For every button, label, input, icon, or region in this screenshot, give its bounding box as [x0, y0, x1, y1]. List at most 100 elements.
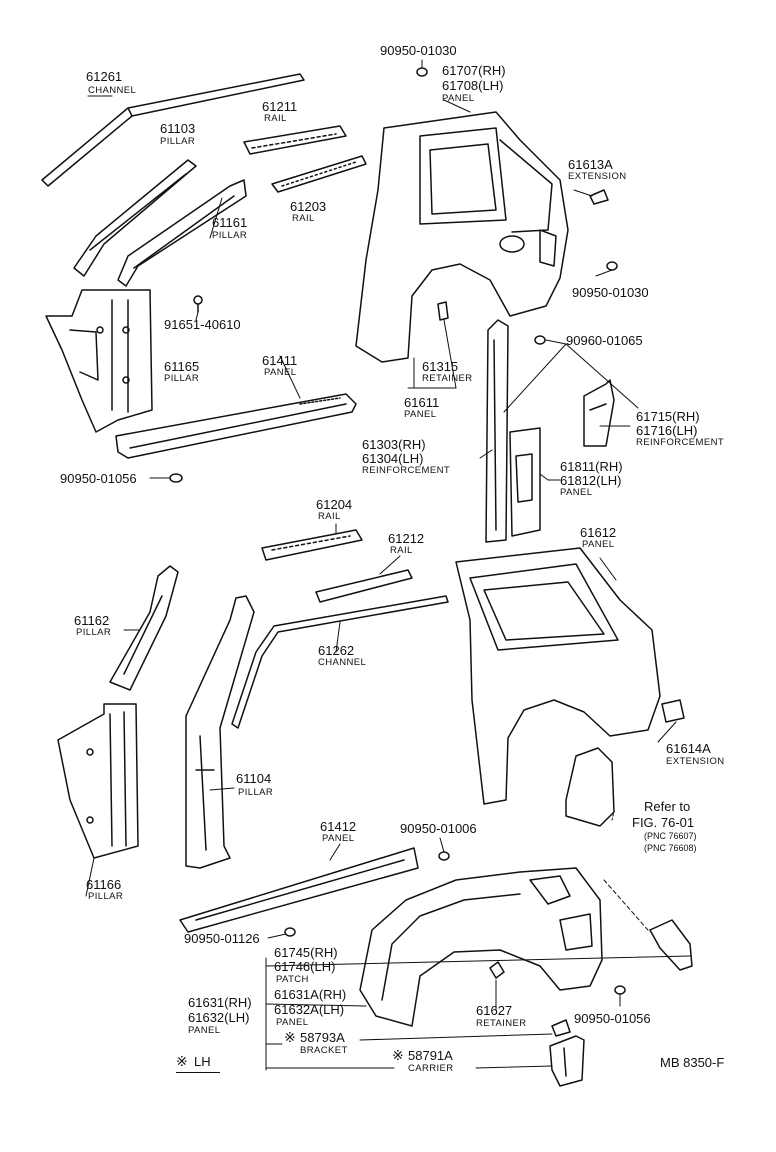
label-61631-panel: PANEL	[188, 1025, 221, 1036]
label-90950-01030-a: 90950-01030	[380, 43, 457, 58]
channel-61262-part	[231, 595, 449, 729]
rail-61211-part	[243, 125, 347, 155]
retainer-61315-part	[437, 301, 449, 321]
quarter-panel-61611-part	[355, 111, 569, 363]
label-61103: 61103	[160, 121, 196, 136]
patch-61745-part	[649, 919, 693, 971]
rocker-panel-61411-part	[115, 393, 357, 459]
asterisk-mark-58793A: ※	[284, 1029, 296, 1045]
label-58791A-carrier: CARRIER	[408, 1063, 454, 1074]
label-90950-01056-a: 90950-01056	[60, 471, 137, 486]
label-61632: 61632(LH)	[188, 1010, 250, 1025]
label-61745-patch: PATCH	[276, 974, 309, 985]
label-pnc-76607: (PNC 76607)	[644, 831, 697, 841]
label-61631: 61631(RH)	[188, 995, 252, 1010]
pillar-61162-part	[109, 565, 179, 691]
asterisk-mark-58791A: ※	[392, 1047, 404, 1063]
label-61627-retainer: RETAINER	[476, 1018, 527, 1029]
quarter-panel-61612-part	[455, 547, 661, 805]
label-61104-pillar: PILLAR	[238, 787, 274, 798]
label-61315-retainer: RETAINER	[422, 373, 473, 384]
panel-61811-part	[509, 427, 541, 537]
label-61612-panel: PANEL	[582, 539, 615, 550]
retainer-61627-part	[489, 961, 505, 979]
label-61707: 61707(RH)	[442, 63, 506, 78]
label-58793A: 58793A	[300, 1030, 345, 1045]
label-61161-pillar: PILLAR	[212, 230, 248, 241]
label-refer-to: Refer to	[644, 799, 691, 814]
label-figure-code: MB 8350-F	[660, 1055, 725, 1070]
label-61166-pillar: PILLAR	[88, 891, 124, 902]
label-61204: 61204	[316, 497, 353, 512]
label-58791A: 58791A	[408, 1048, 453, 1063]
label-61811-panel: PANEL	[560, 487, 593, 498]
label-61632A: 61632A(LH)	[274, 1002, 345, 1017]
label-61715: 61715(RH)	[636, 409, 700, 424]
lh-note-underline	[176, 1072, 220, 1073]
label-61304: 61304(LH)	[362, 451, 424, 466]
label-61303-reinforcement: REINFORCEMENT	[362, 465, 451, 476]
pillar-61161-part	[117, 179, 247, 287]
label-61411-panel: PANEL	[264, 367, 297, 378]
label-61211-rail: RAIL	[264, 113, 287, 124]
label-61746: 61746(LH)	[274, 959, 336, 974]
asterisk-mark-lh: ※	[176, 1053, 188, 1069]
extension-61613A-part	[589, 189, 609, 205]
label-61262-channel: CHANNEL	[318, 657, 367, 668]
channel-61261-part	[41, 73, 305, 187]
clip-90960-01065-part	[534, 335, 546, 345]
label-61614A-extension: EXTENSION	[666, 756, 725, 767]
label-61161: 61161	[212, 215, 248, 230]
label-61631A: 61631A(RH)	[274, 987, 347, 1002]
label-61262: 61262	[318, 643, 355, 658]
pillar-61104-part	[185, 595, 255, 869]
label-61165: 61165	[164, 359, 200, 374]
label-58793A-bracket: BRACKET	[300, 1045, 348, 1056]
label-61613A: 61613A	[568, 157, 613, 172]
label-61203: 61203	[290, 199, 327, 214]
label-fig-76-01: FIG. 76-01	[632, 815, 695, 830]
grommet-90950-01006-part	[438, 851, 450, 861]
label-61715-reinforcement: REINFORCEMENT	[636, 437, 725, 448]
rail-61203-part	[271, 155, 367, 193]
bolt-91651-part	[193, 295, 203, 313]
label-61162-pillar: PILLAR	[76, 627, 112, 638]
label-61412: 61412	[320, 819, 357, 834]
label-61212: 61212	[388, 531, 425, 546]
label-61162: 61162	[74, 613, 110, 628]
pillar-61166-part	[57, 703, 139, 859]
label-lh-note: LH	[194, 1054, 211, 1069]
label-61165-pillar: PILLAR	[164, 373, 200, 384]
rail-61212-part	[315, 569, 413, 603]
label-61611: 61611	[404, 395, 440, 410]
label-61612: 61612	[580, 525, 617, 540]
label-61613A-extension: EXTENSION	[568, 171, 627, 182]
reinforcement-61715-part	[583, 379, 615, 447]
label-61104: 61104	[236, 771, 272, 786]
label-61412-panel: PANEL	[322, 833, 355, 844]
mudguard-ref-part	[565, 747, 615, 827]
label-61716: 61716(LH)	[636, 423, 698, 438]
label-61611-panel: PANEL	[404, 409, 437, 420]
nut-90950-01056-part	[169, 473, 183, 483]
nut-90950-01056b-part	[614, 985, 626, 995]
label-61812: 61812(LH)	[560, 473, 622, 488]
label-90950-01006: 90950-01006	[400, 821, 477, 836]
clip-90950-01126-part	[284, 927, 296, 937]
label-61411: 61411	[262, 353, 298, 368]
label-61631A-panel: PANEL	[276, 1017, 309, 1028]
label-pnc-76608: (PNC 76608)	[644, 843, 697, 853]
pillar-61103-part	[73, 159, 197, 277]
label-61811: 61811(RH)	[560, 459, 623, 474]
label-61166: 61166	[86, 877, 122, 892]
label-61708: 61708(LH)	[442, 78, 504, 93]
label-90950-01126: 90950-01126	[184, 931, 260, 946]
label-61627: 61627	[476, 1003, 513, 1018]
label-61614A: 61614A	[666, 741, 711, 756]
label-61204-rail: RAIL	[318, 511, 341, 522]
label-61103-pillar: PILLAR	[160, 136, 196, 147]
rail-61204-part	[261, 529, 363, 561]
label-61707-panel: PANEL	[442, 93, 475, 104]
